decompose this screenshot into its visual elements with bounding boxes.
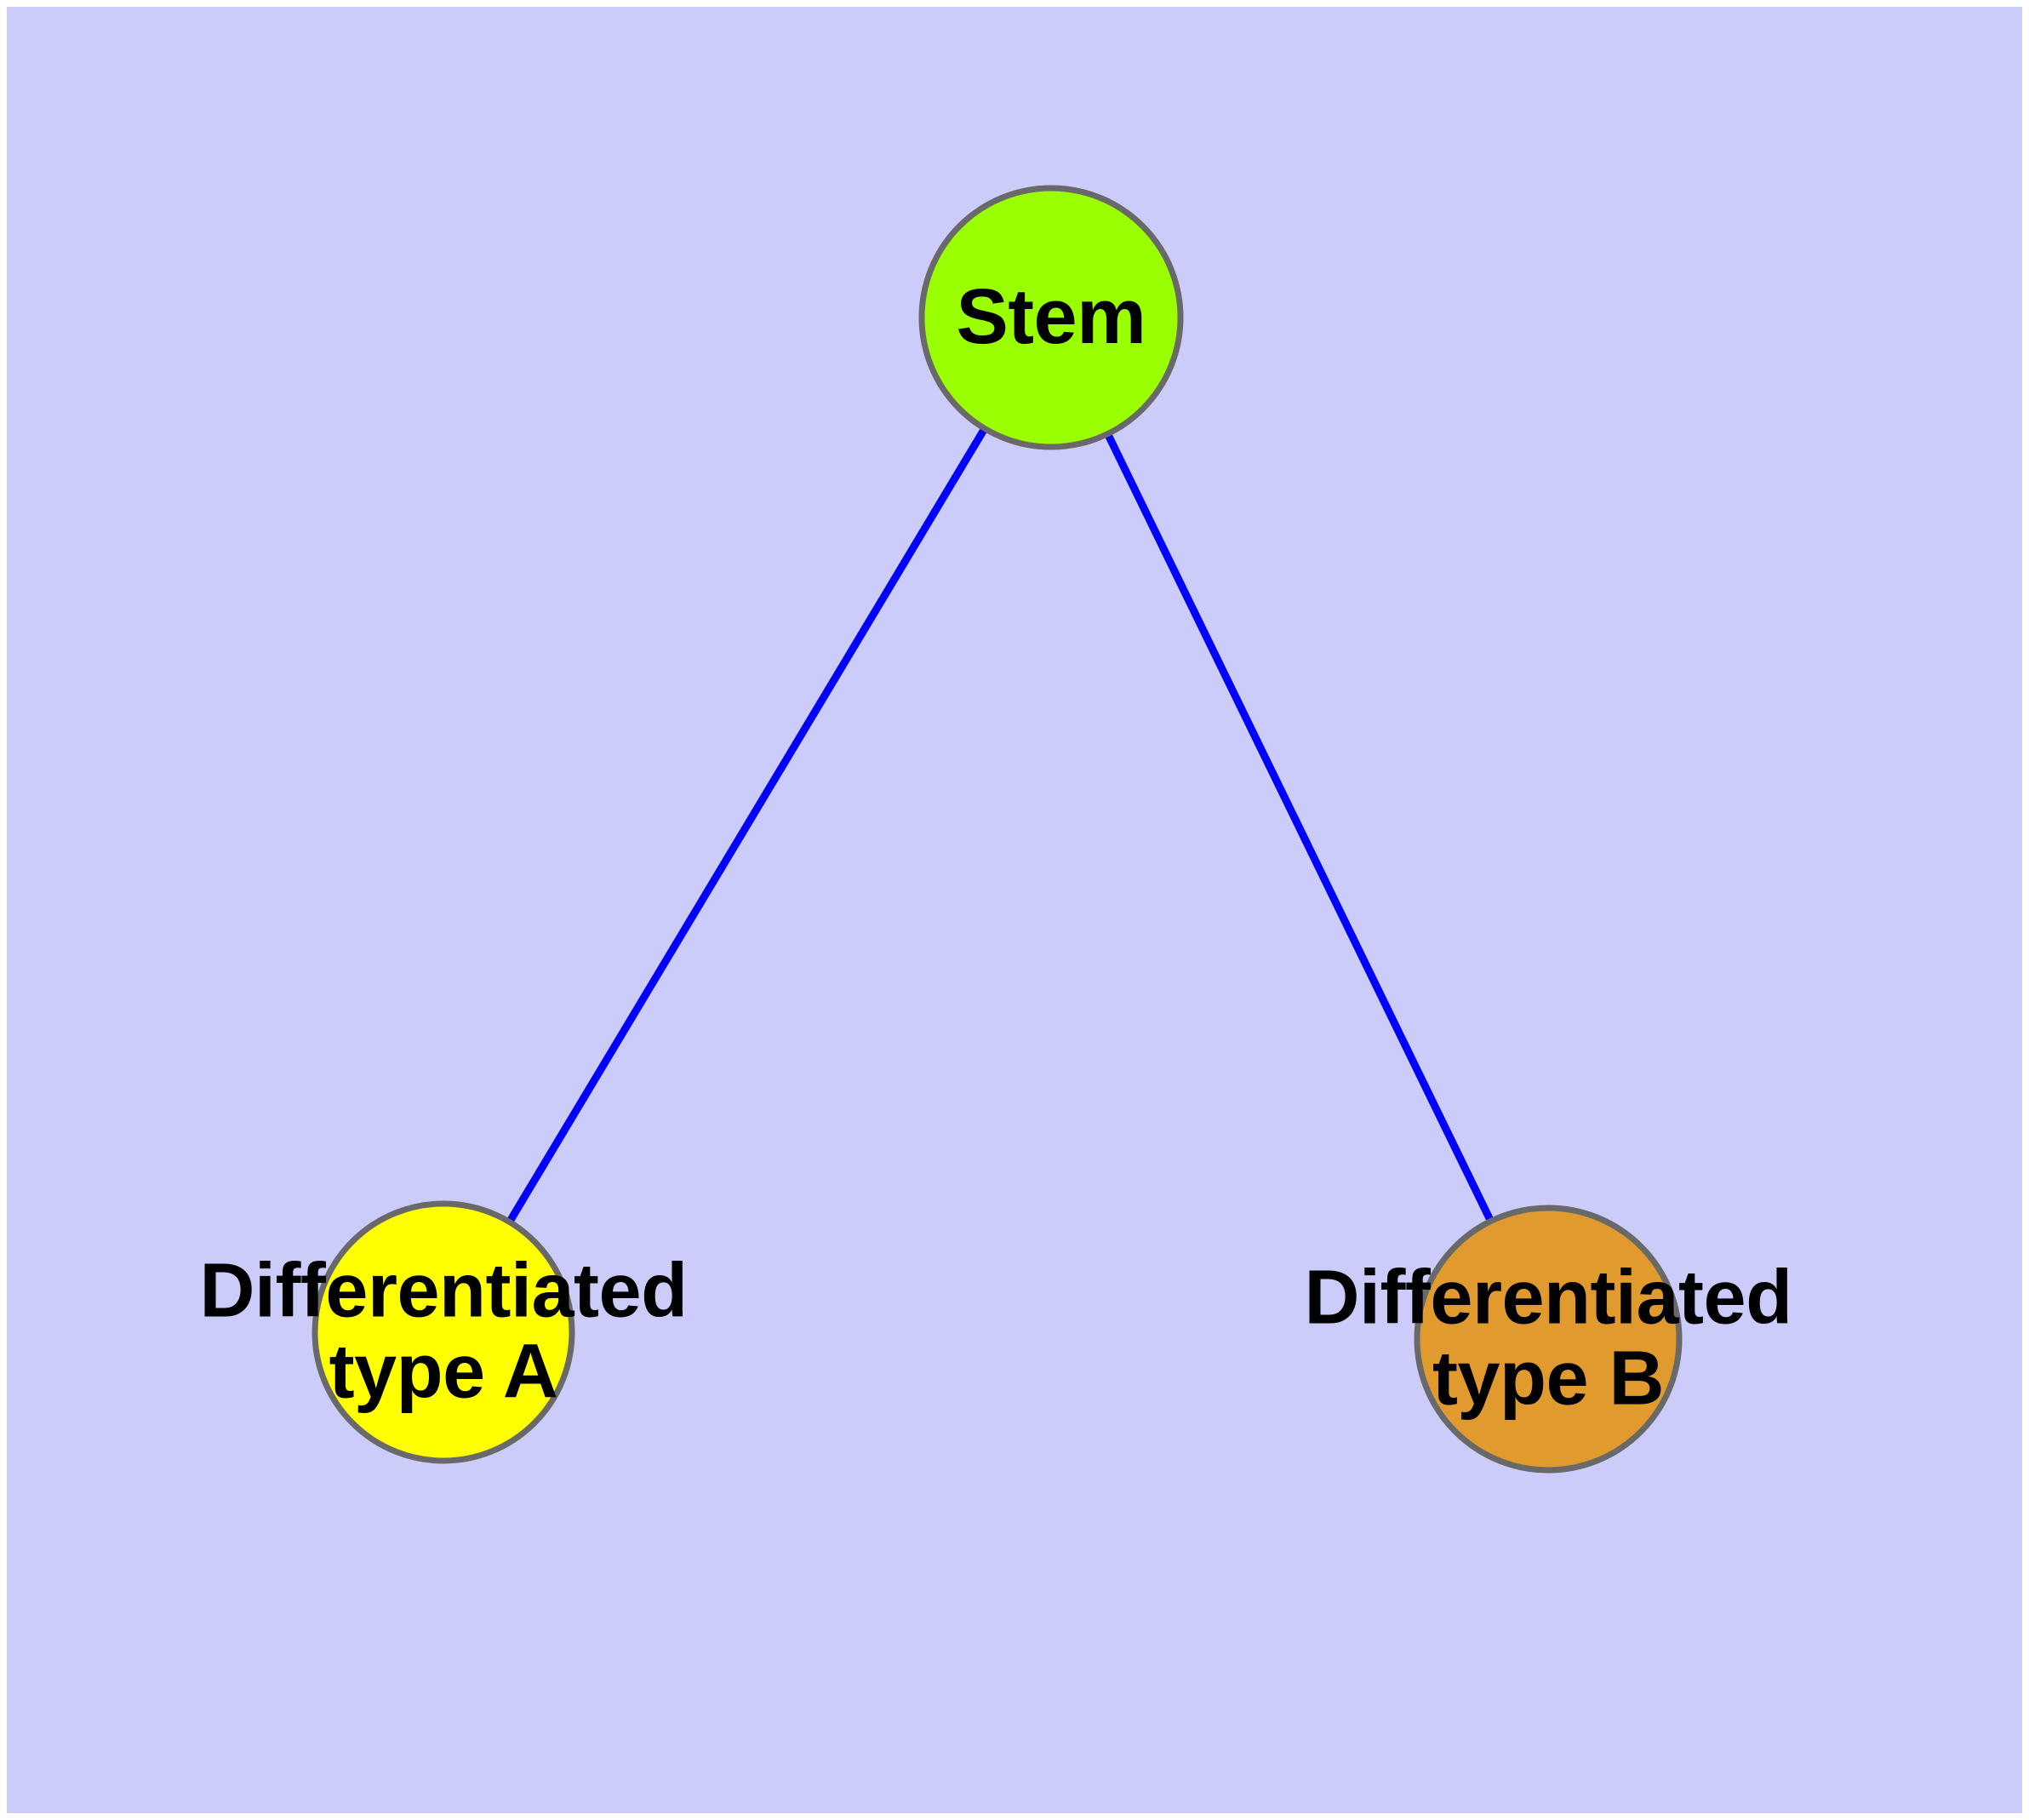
- graph-edge: [504, 423, 990, 1228]
- graph-node-diff-b[interactable]: [1414, 1205, 1683, 1474]
- nodes-layer: [311, 185, 1683, 1474]
- edges-layer: [504, 423, 1496, 1228]
- graph-node-stem[interactable]: [918, 185, 1184, 450]
- graph-node-diff-a[interactable]: [311, 1200, 575, 1464]
- graph-edge: [1102, 429, 1496, 1227]
